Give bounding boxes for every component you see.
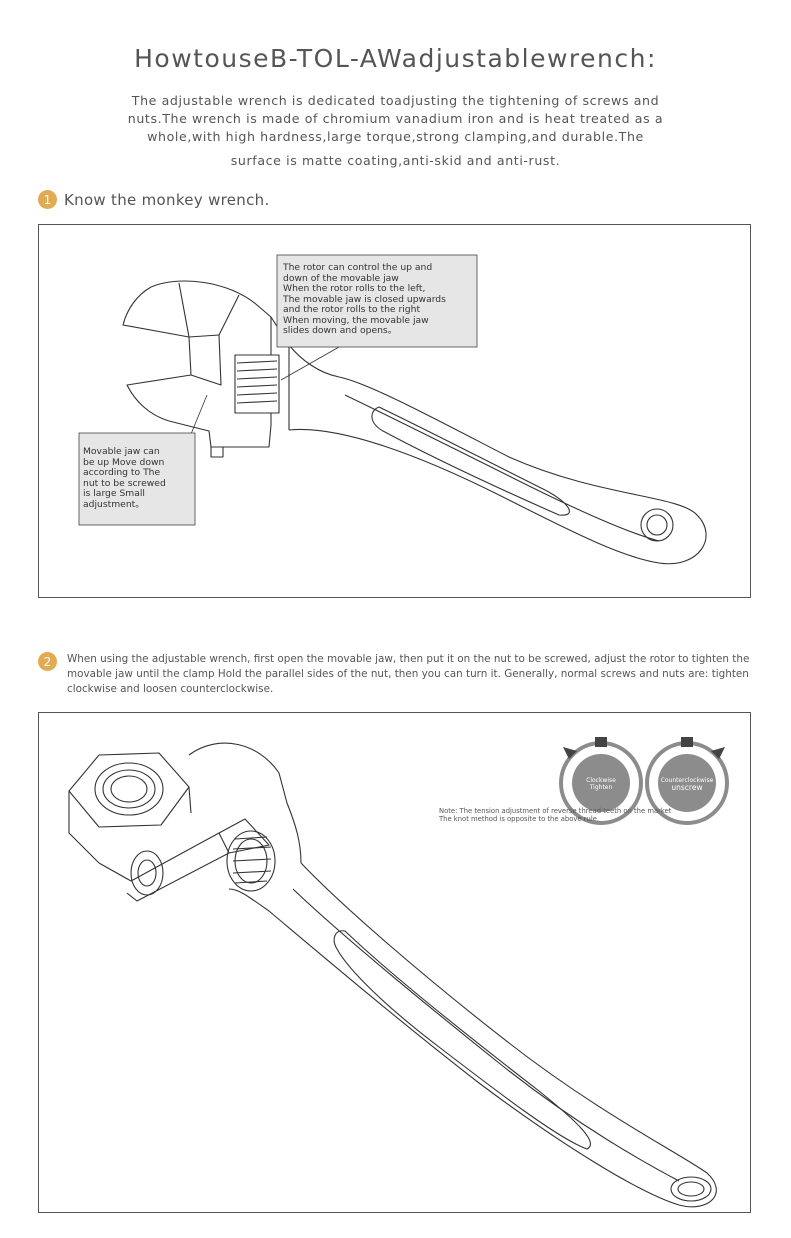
callout-line: is large Small bbox=[83, 488, 145, 499]
clockwise-label: Clockwise Tighten bbox=[576, 777, 626, 791]
callout-line: be up Move down bbox=[83, 456, 165, 468]
callout-line: When moving, the movable jaw bbox=[283, 314, 429, 326]
wrench-side-illustration bbox=[78, 254, 707, 565]
callout-line: and the rotor rolls to the right bbox=[283, 304, 421, 315]
step-2-heading: 2 When using the adjustable wrench, firs… bbox=[38, 652, 778, 697]
callout-line: When the rotor rolls to the left, bbox=[283, 283, 426, 294]
step-1-title: Know the monkey wrench. bbox=[64, 190, 270, 209]
callout-line: according to The bbox=[83, 467, 161, 478]
callout-line: slides down and opens。 bbox=[283, 325, 397, 336]
note-line: The knot method is opposite to the above… bbox=[439, 815, 600, 823]
counterclockwise-label: Counterclockwise unscrew bbox=[657, 777, 717, 792]
step-2-instructions: When using the adjustable wrench, first … bbox=[67, 653, 750, 695]
callout-line: The rotor can control the up and bbox=[283, 262, 433, 273]
rotor-callout: The rotor can control the up and down of… bbox=[283, 262, 473, 337]
note-line: Note: The tension adjustment of reverse … bbox=[439, 807, 672, 815]
dial-label-line: Tighten bbox=[589, 784, 613, 791]
step-number-badge: 1 bbox=[38, 190, 57, 209]
intro-line: whole,with high hardness,large torque,st… bbox=[147, 129, 644, 144]
intro-line: The adjustable wrench is dedicated toadj… bbox=[131, 93, 660, 108]
wrench-perspective-illustration bbox=[68, 737, 729, 1208]
dial-label-line: Clockwise bbox=[586, 777, 616, 784]
intro-paragraph: The adjustable wrench is dedicated toadj… bbox=[60, 92, 731, 170]
step-1-heading: 1 Know the monkey wrench. bbox=[38, 190, 270, 209]
callout-line: Movable jaw can bbox=[83, 446, 160, 457]
clockwise-dial bbox=[559, 737, 643, 825]
callout-line: adjustment。 bbox=[83, 498, 145, 510]
reverse-thread-note: Note: The tension adjustment of reverse … bbox=[439, 807, 739, 823]
page-title: HowtouseB-TOL-AWadjustablewrench: bbox=[134, 44, 657, 73]
dial-label-line: unscrew bbox=[671, 783, 703, 792]
dial-label-line: Counterclockwise bbox=[660, 777, 714, 784]
counterclockwise-dial bbox=[645, 737, 729, 825]
callout-line: down of the movable jaw bbox=[283, 272, 399, 284]
intro-line: nuts.The wrench is made of chromium vana… bbox=[127, 111, 664, 126]
callout-line: The movable jaw is closed upwards bbox=[283, 293, 446, 305]
wrench-usage-panel: Clockwise Tighten Counterclockwise unscr… bbox=[38, 712, 751, 1213]
intro-line: surface is matte coating,anti-skid and a… bbox=[230, 153, 561, 168]
wrench-anatomy-panel: The rotor can control the up and down of… bbox=[38, 224, 751, 598]
step-number-badge: 2 bbox=[38, 652, 57, 671]
callout-line: nut to be screwed bbox=[83, 477, 166, 489]
movable-jaw-callout: Movable jaw can be up Move down accordin… bbox=[83, 446, 188, 510]
